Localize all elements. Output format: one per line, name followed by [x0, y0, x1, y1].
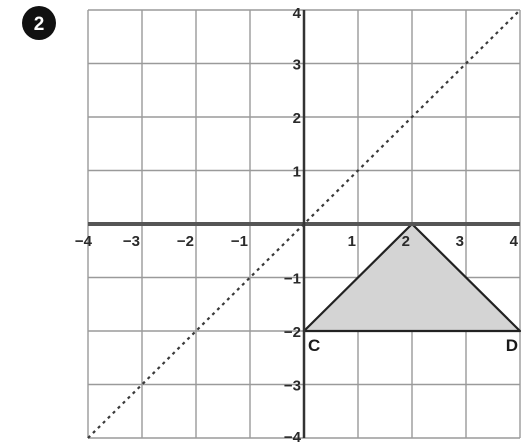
y-tick-label: −1 — [284, 271, 301, 288]
x-tick-label: 1 — [348, 233, 356, 250]
x-tick-label: 4 — [510, 233, 519, 250]
x-axis-tick-labels: −4 −3 −2 −1 1 2 3 4 — [75, 233, 519, 250]
y-axis-tick-labels: 4 3 2 1 −1 −2 −3 −4 — [284, 5, 302, 443]
vertex-label-c: C — [308, 336, 320, 355]
problem-number: 2 — [34, 14, 45, 35]
vertex-label-d: D — [506, 336, 518, 355]
x-tick-label: −3 — [123, 233, 140, 250]
x-tick-label: −2 — [177, 233, 194, 250]
triangle-layer — [302, 222, 522, 333]
reflection-line-layer — [87, 9, 521, 439]
y-tick-label: 2 — [293, 110, 301, 127]
triangle-shape — [302, 222, 522, 333]
y-tick-label: 4 — [293, 5, 302, 22]
y-tick-label: 1 — [293, 164, 301, 181]
problem-number-badge: 2 — [22, 6, 56, 40]
x-tick-label: −4 — [75, 233, 93, 250]
y-tick-label: −4 — [284, 429, 302, 443]
axes — [88, 10, 520, 438]
x-tick-label: −1 — [231, 233, 248, 250]
y-tick-label: 3 — [293, 57, 301, 74]
x-tick-label: 3 — [456, 233, 464, 250]
x-tick-label: 2 — [402, 233, 410, 250]
y-tick-label: −3 — [284, 378, 301, 395]
y-tick-label: −2 — [284, 324, 301, 341]
reflection-line — [87, 9, 521, 439]
badge-circle — [22, 6, 56, 40]
